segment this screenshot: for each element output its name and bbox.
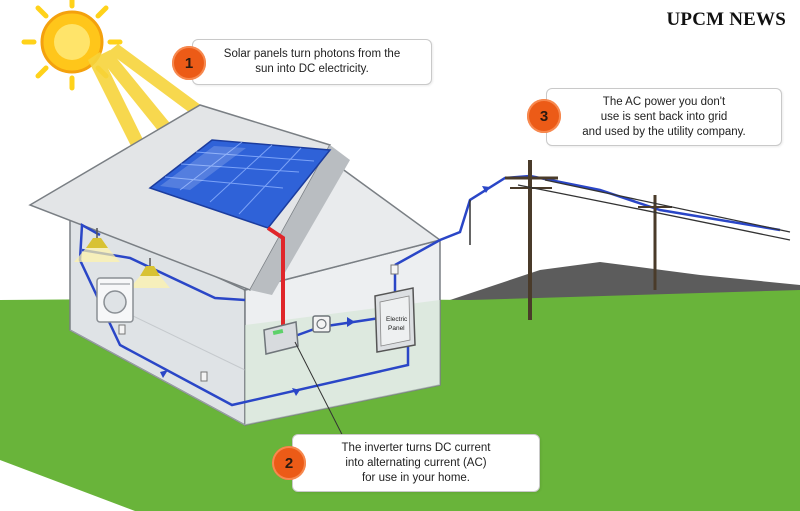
step-1-callout: Solar panels turn photons from the sun i…: [192, 39, 432, 85]
step-3-text-line3: and used by the utility company.: [582, 125, 746, 138]
step-2-text-line3: for use in your home.: [361, 471, 470, 484]
electric-panel-label-line2: Panel: [388, 325, 405, 332]
inverter-icon: [263, 321, 299, 355]
dc-wire: [266, 226, 285, 330]
step-1-badge: 1: [172, 46, 206, 80]
step-2-text-line2: into alternating current (AC): [345, 456, 487, 469]
sun-icon: [21, 0, 123, 91]
step-2-badge: 2: [272, 446, 306, 480]
step-2-callout: The inverter turns DC current into alter…: [292, 434, 540, 492]
electric-panel: Electric Panel: [374, 287, 416, 353]
brand-logo: UPCM NEWS: [666, 9, 786, 30]
solar-panel: [148, 139, 332, 229]
appliance-icon: [96, 277, 134, 323]
outlet-icon: [118, 264, 399, 382]
utility-poles: [469, 160, 791, 320]
flow-arrows: [160, 186, 490, 396]
electric-panel-label-line1: Electric: [386, 316, 408, 323]
step-3-text-line2: use is sent back into grid: [600, 110, 728, 123]
step-3-text-line1: The AC power you don't: [602, 95, 726, 108]
step-1-text-line1: Solar panels turn photons from the: [223, 48, 401, 60]
step-3-badge: 3: [527, 99, 561, 133]
meter-icon: [312, 315, 331, 333]
step-3-callout: The AC power you don't use is sent back …: [546, 88, 782, 146]
step-2-text-line1: The inverter turns DC current: [341, 441, 491, 454]
step-1-text-line2: sun into DC electricity.: [255, 63, 369, 75]
ceiling-lamp-icon: [74, 228, 170, 288]
